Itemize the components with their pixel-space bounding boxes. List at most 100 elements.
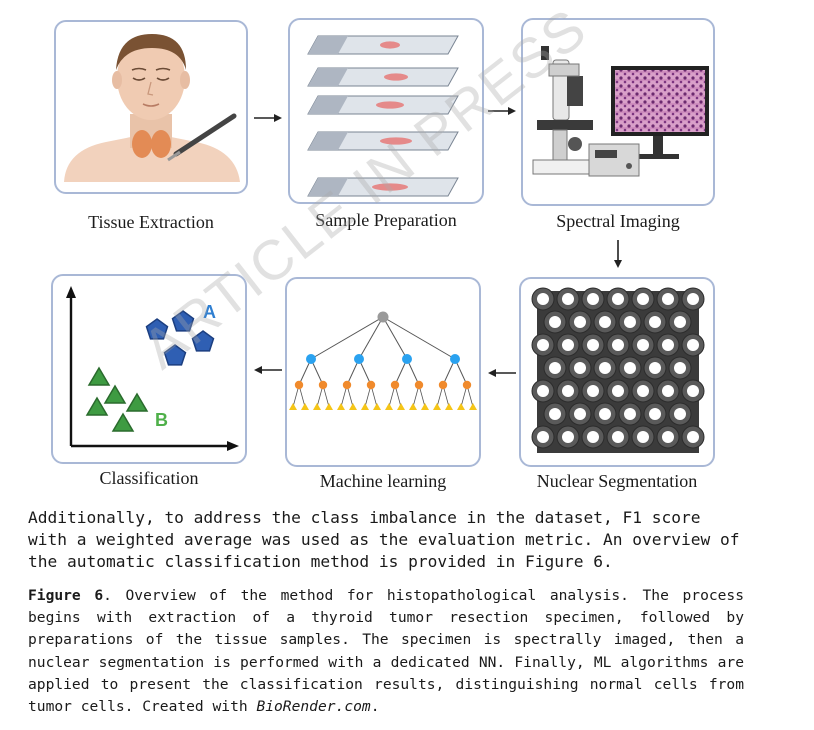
leaf-node (289, 403, 297, 410)
class-b-point (103, 384, 127, 404)
leaf-node (469, 403, 477, 410)
class-a-point (145, 318, 169, 340)
nucleus (687, 339, 699, 351)
panel-machine-learning (285, 277, 481, 467)
class-b-point (85, 396, 109, 416)
nucleus (549, 316, 561, 328)
leaf-node (445, 403, 453, 410)
nucleus (612, 339, 624, 351)
tree-node (354, 354, 364, 364)
nucleus (637, 431, 649, 443)
nucleus (649, 316, 661, 328)
panel-tissue-extraction (54, 20, 248, 194)
class-b-label: B (155, 410, 168, 430)
class-b-point (87, 366, 111, 386)
nucleus (549, 408, 561, 420)
nucleus (599, 316, 611, 328)
nucleus (587, 339, 599, 351)
nucleus (674, 362, 686, 374)
nucleus (587, 431, 599, 443)
nucleus (662, 339, 674, 351)
nucleus (562, 431, 574, 443)
class-a-label: A (203, 302, 216, 322)
nucleus (637, 339, 649, 351)
leaf-node (385, 403, 393, 410)
nuclei-segmentation-illustration (531, 287, 705, 453)
leaf-node (433, 403, 441, 410)
leaf-node (313, 403, 321, 410)
nucleus (537, 385, 549, 397)
tree-node (366, 380, 376, 390)
nucleus (574, 362, 586, 374)
panel-nuclear-segmentation (519, 277, 715, 467)
glass-slide (307, 35, 459, 55)
nucleus (687, 293, 699, 305)
caption-sample-preparation: Sample Preparation (315, 210, 457, 230)
leaf-node (457, 403, 465, 410)
leaf-node (349, 403, 357, 410)
nucleus (612, 385, 624, 397)
tree-node (294, 380, 304, 390)
leaf-node (337, 403, 345, 410)
caption-machine-learning: Machine learning (319, 471, 447, 491)
microscope-monitor-illustration (532, 46, 709, 177)
nucleus (662, 293, 674, 305)
nucleus (562, 339, 574, 351)
arrow-right-icon (488, 107, 516, 115)
panel-sample-preparation (288, 18, 484, 204)
nucleus (574, 316, 586, 328)
nucleus (624, 316, 636, 328)
caption-tissue-extraction: Tissue Extraction (88, 212, 214, 232)
nucleus (549, 362, 561, 374)
root-node (377, 311, 389, 323)
nucleus (637, 293, 649, 305)
class-b-point (111, 412, 135, 432)
caption-classification: Classification (99, 468, 199, 488)
tree-node (450, 354, 460, 364)
caption-nuclear-segmentation: Nuclear Segmentation (536, 471, 698, 491)
tree-node (402, 354, 412, 364)
glass-slide (307, 95, 459, 115)
nucleus (674, 408, 686, 420)
sample-slides-illustration (307, 35, 459, 197)
panel-spectral-imaging (521, 18, 715, 206)
nucleus (562, 293, 574, 305)
tree-node (306, 354, 316, 364)
glass-slide (307, 131, 459, 151)
classification-scatter-illustration: A B (66, 286, 239, 451)
nucleus (674, 316, 686, 328)
tissue-extraction-illustration (64, 34, 240, 182)
nucleus (624, 408, 636, 420)
nucleus (662, 385, 674, 397)
nucleus (587, 385, 599, 397)
class-a-point (171, 310, 195, 332)
leaf-node (325, 403, 333, 410)
nucleus (587, 293, 599, 305)
nucleus (537, 431, 549, 443)
figure-caption-text: . Overview of the method for histopathol… (28, 587, 744, 716)
nucleus (574, 408, 586, 420)
caption-spectral-imaging: Spectral Imaging (556, 211, 680, 231)
nucleus (537, 339, 549, 351)
arrow-left-icon (254, 366, 282, 374)
arrow-down-icon (614, 240, 622, 268)
leaf-node (421, 403, 429, 410)
glass-slide (307, 67, 459, 87)
arrow-right-icon (254, 114, 282, 122)
nucleus (624, 362, 636, 374)
nucleus (599, 408, 611, 420)
arrow-left-icon (488, 369, 516, 377)
nucleus (662, 431, 674, 443)
nucleus (649, 362, 661, 374)
leaf-node (373, 403, 381, 410)
figure-caption: Figure 6. Overview of the method for his… (28, 585, 744, 718)
nucleus (649, 408, 661, 420)
class-a-point (191, 330, 215, 352)
nucleus (537, 293, 549, 305)
leaf-node (397, 403, 405, 410)
figure-caption-end: . (370, 698, 380, 716)
tree-node (438, 380, 448, 390)
nucleus (687, 385, 699, 397)
biorender-link[interactable]: BioRender.com (256, 698, 371, 716)
panel-classification: A B (51, 274, 247, 464)
